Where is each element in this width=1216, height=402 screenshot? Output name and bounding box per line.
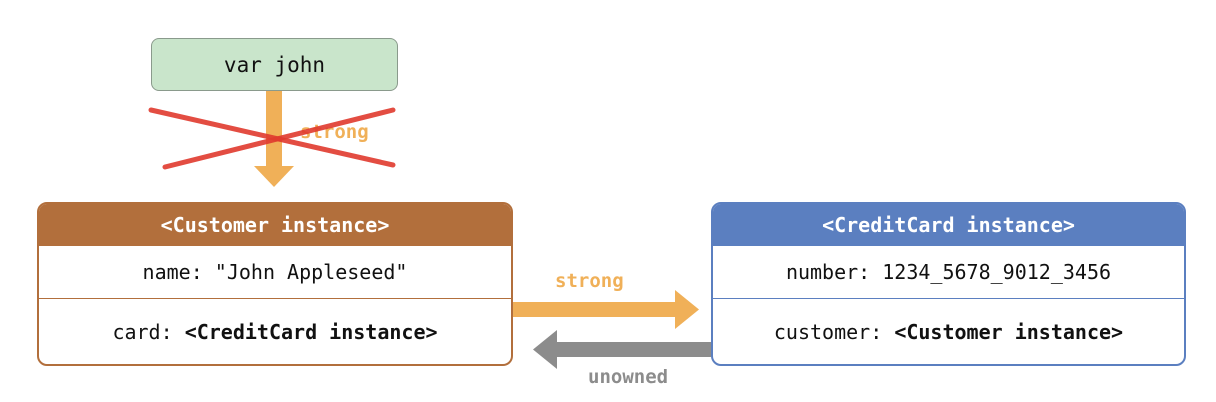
customer-name-property: name: "John Appleseed" bbox=[39, 246, 511, 299]
customer-to-card-strong-arrow bbox=[513, 290, 699, 329]
customer-to-card-strong-label: strong bbox=[555, 270, 624, 292]
credit-card-number-property: number: 1234_5678_9012_3456 bbox=[713, 246, 1184, 299]
credit-card-instance: <CreditCard instance> number: 1234_5678_… bbox=[711, 202, 1186, 366]
var-john-label: var john bbox=[223, 52, 326, 77]
customer-instance-header: <Customer instance> bbox=[39, 204, 511, 246]
credit-card-customer-value: <Customer instance> bbox=[894, 320, 1124, 344]
customer-card-key: card: bbox=[112, 320, 185, 344]
customer-card-value: <CreditCard instance> bbox=[184, 320, 438, 344]
credit-card-customer-property: customer: <Customer instance> bbox=[713, 299, 1184, 364]
credit-card-instance-header: <CreditCard instance> bbox=[713, 204, 1184, 246]
card-to-customer-unowned-label: unowned bbox=[588, 366, 669, 388]
john-strong-arrow bbox=[254, 91, 294, 187]
cross-stroke-2 bbox=[162, 107, 396, 170]
card-to-customer-unowned-arrow bbox=[533, 330, 711, 369]
var-john-box: var john bbox=[151, 38, 398, 91]
customer-card-property: card: <CreditCard instance> bbox=[39, 299, 511, 364]
credit-card-customer-key: customer: bbox=[773, 320, 895, 344]
cross-stroke-1 bbox=[148, 107, 396, 168]
customer-instance: <Customer instance> name: "John Applesee… bbox=[37, 202, 513, 366]
